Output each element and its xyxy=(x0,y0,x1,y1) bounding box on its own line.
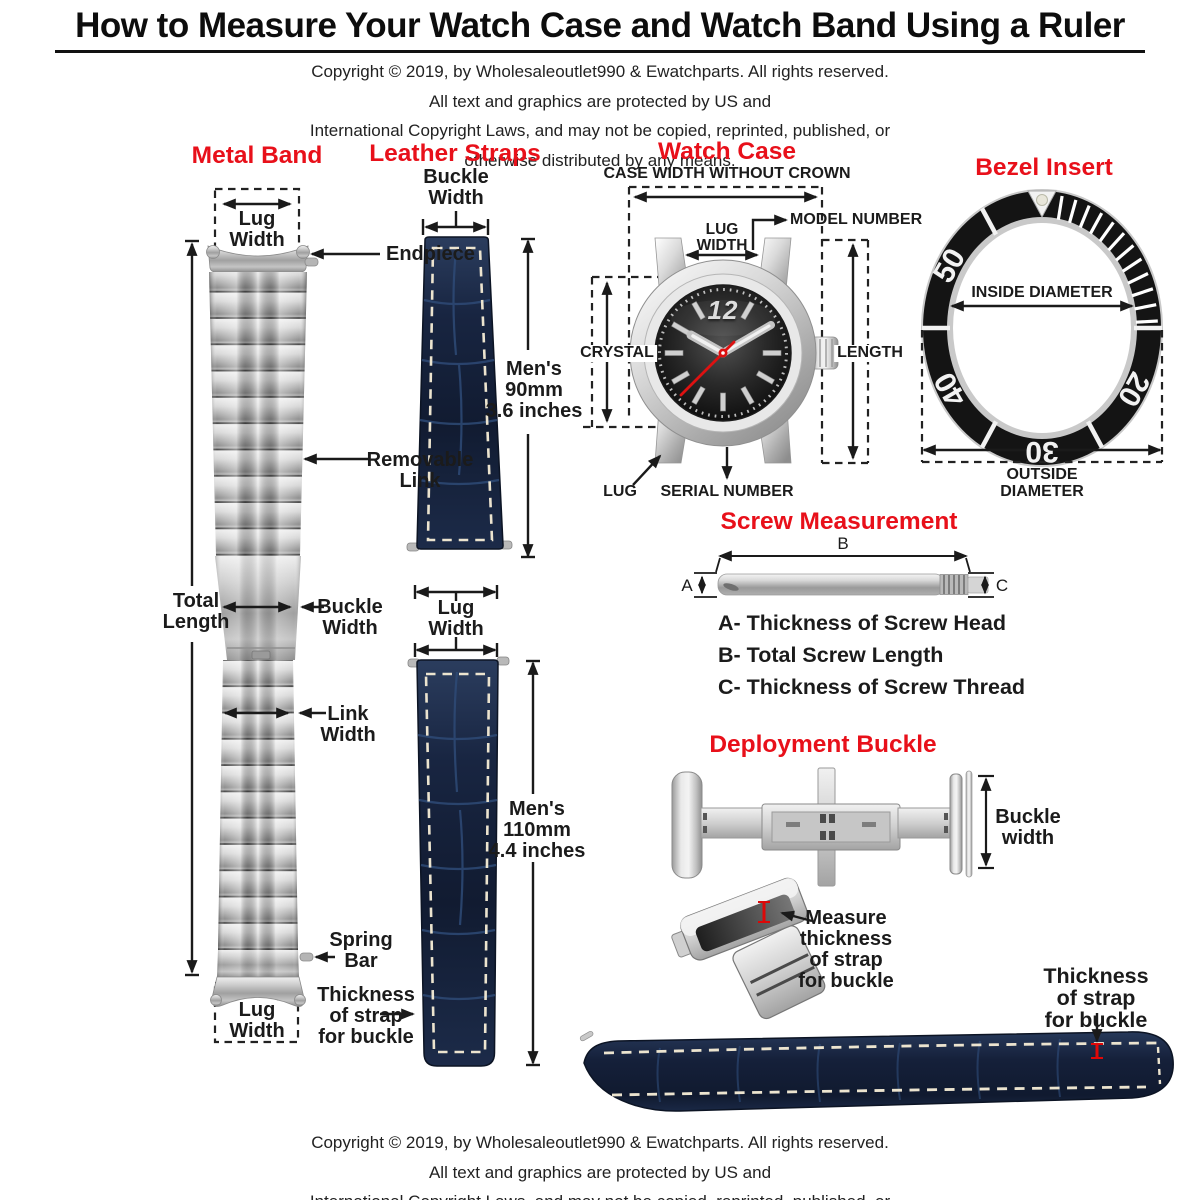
watch-hands xyxy=(679,321,775,397)
spring-bar-label: Spring Bar xyxy=(329,929,393,972)
bottom-strap-graphic xyxy=(579,1013,1174,1112)
screw-legend-c: C- Thickness of Screw Thread xyxy=(718,675,1026,699)
deploy-buckle-width-label: Buckle width xyxy=(995,806,1061,849)
leather-lug-width-label: Lug Width xyxy=(428,597,484,640)
metal-buckle-width-label: Buckle Width xyxy=(317,596,383,639)
leather-straps-heading: Leather Straps xyxy=(369,140,541,167)
length-label: LENGTH xyxy=(834,344,906,362)
mens-110mm-label: Men's 110mm 4.4 inches xyxy=(488,798,586,862)
link-width-label: Link Width xyxy=(320,703,376,746)
inside-diameter-label: INSIDE DIAMETER xyxy=(971,284,1113,301)
leather-straps-graphic xyxy=(406,211,540,1067)
copyright-top: Copyright © 2019, by Wholesaleoutlet990 … xyxy=(309,62,891,170)
removable-link-label: Removable Link xyxy=(366,449,474,492)
folded-clasp xyxy=(671,877,826,1020)
screw-body xyxy=(717,573,945,596)
metal-lug-width-top-label: Lug Width xyxy=(229,208,285,251)
mens-90mm-label: Men's 90mm 3.6 inches xyxy=(485,358,583,422)
metal-lug-width-bottom-label: Lug Width xyxy=(229,999,285,1042)
total-length-label: Total Length xyxy=(162,590,230,633)
measure-thickness-label: Measure thickness of strap for buckle xyxy=(798,907,894,992)
bezel-numeral-30: 30 xyxy=(1025,435,1059,468)
bezel-lume-dot xyxy=(1036,194,1048,206)
case-width-label: CASE WIDTH WITHOUT CROWN xyxy=(603,165,851,182)
metal-band-heading: Metal Band xyxy=(191,142,323,169)
watch-case-heading: Watch Case xyxy=(658,138,796,165)
metal-bracelet xyxy=(206,245,319,1007)
bezel-ticks xyxy=(1056,195,1158,324)
leather-strap-long xyxy=(416,659,499,1067)
deployment-buckle-graphic xyxy=(671,767,994,1020)
watch xyxy=(629,237,839,464)
watch-case-graphic xyxy=(583,185,870,486)
watch-lug-width-label: LUG WIDTH xyxy=(696,221,748,254)
bottom-thickness-label: Thickness of strap for buckle xyxy=(1043,964,1149,1032)
bezel-insert-heading: Bezel Insert xyxy=(975,154,1113,181)
bezel-dividers xyxy=(922,207,1162,449)
screw-graphic xyxy=(694,550,994,598)
horizontal-strap xyxy=(583,1031,1174,1112)
screw-b-label: B xyxy=(837,534,849,553)
serial-number-label: SERIAL NUMBER xyxy=(660,483,794,500)
page-title: How to Measure Your Watch Case and Watch… xyxy=(55,6,1145,53)
endpiece-label: Endpiece xyxy=(386,243,475,265)
screw-legend-a: A- Thickness of Screw Head xyxy=(718,611,1006,635)
leather-buckle-width-label: Buckle Width xyxy=(423,166,489,209)
dial-numeral-12: 12 xyxy=(707,295,739,325)
model-number-label: MODEL NUMBER xyxy=(790,211,923,228)
screw-a-label: A xyxy=(681,576,693,595)
deployment-heading: Deployment Buckle xyxy=(709,731,937,758)
screw-heading: Screw Measurement xyxy=(720,508,958,535)
metal-thickness-label: Thickness of strap for buckle xyxy=(317,984,415,1048)
bezel-insert-graphic xyxy=(920,189,1164,467)
outside-diameter-label: OUTSIDE DIAMETER xyxy=(1000,466,1084,500)
screw-legend-b: B- Total Screw Length xyxy=(718,643,944,667)
metal-band-graphic xyxy=(185,187,415,1044)
copyright-bottom: Copyright © 2019, by Wholesaleoutlet990 … xyxy=(310,1133,890,1200)
screw-c-label: C xyxy=(995,576,1009,595)
crystal-label: CRYSTAL xyxy=(577,344,657,362)
lug-label: LUG xyxy=(603,483,637,500)
